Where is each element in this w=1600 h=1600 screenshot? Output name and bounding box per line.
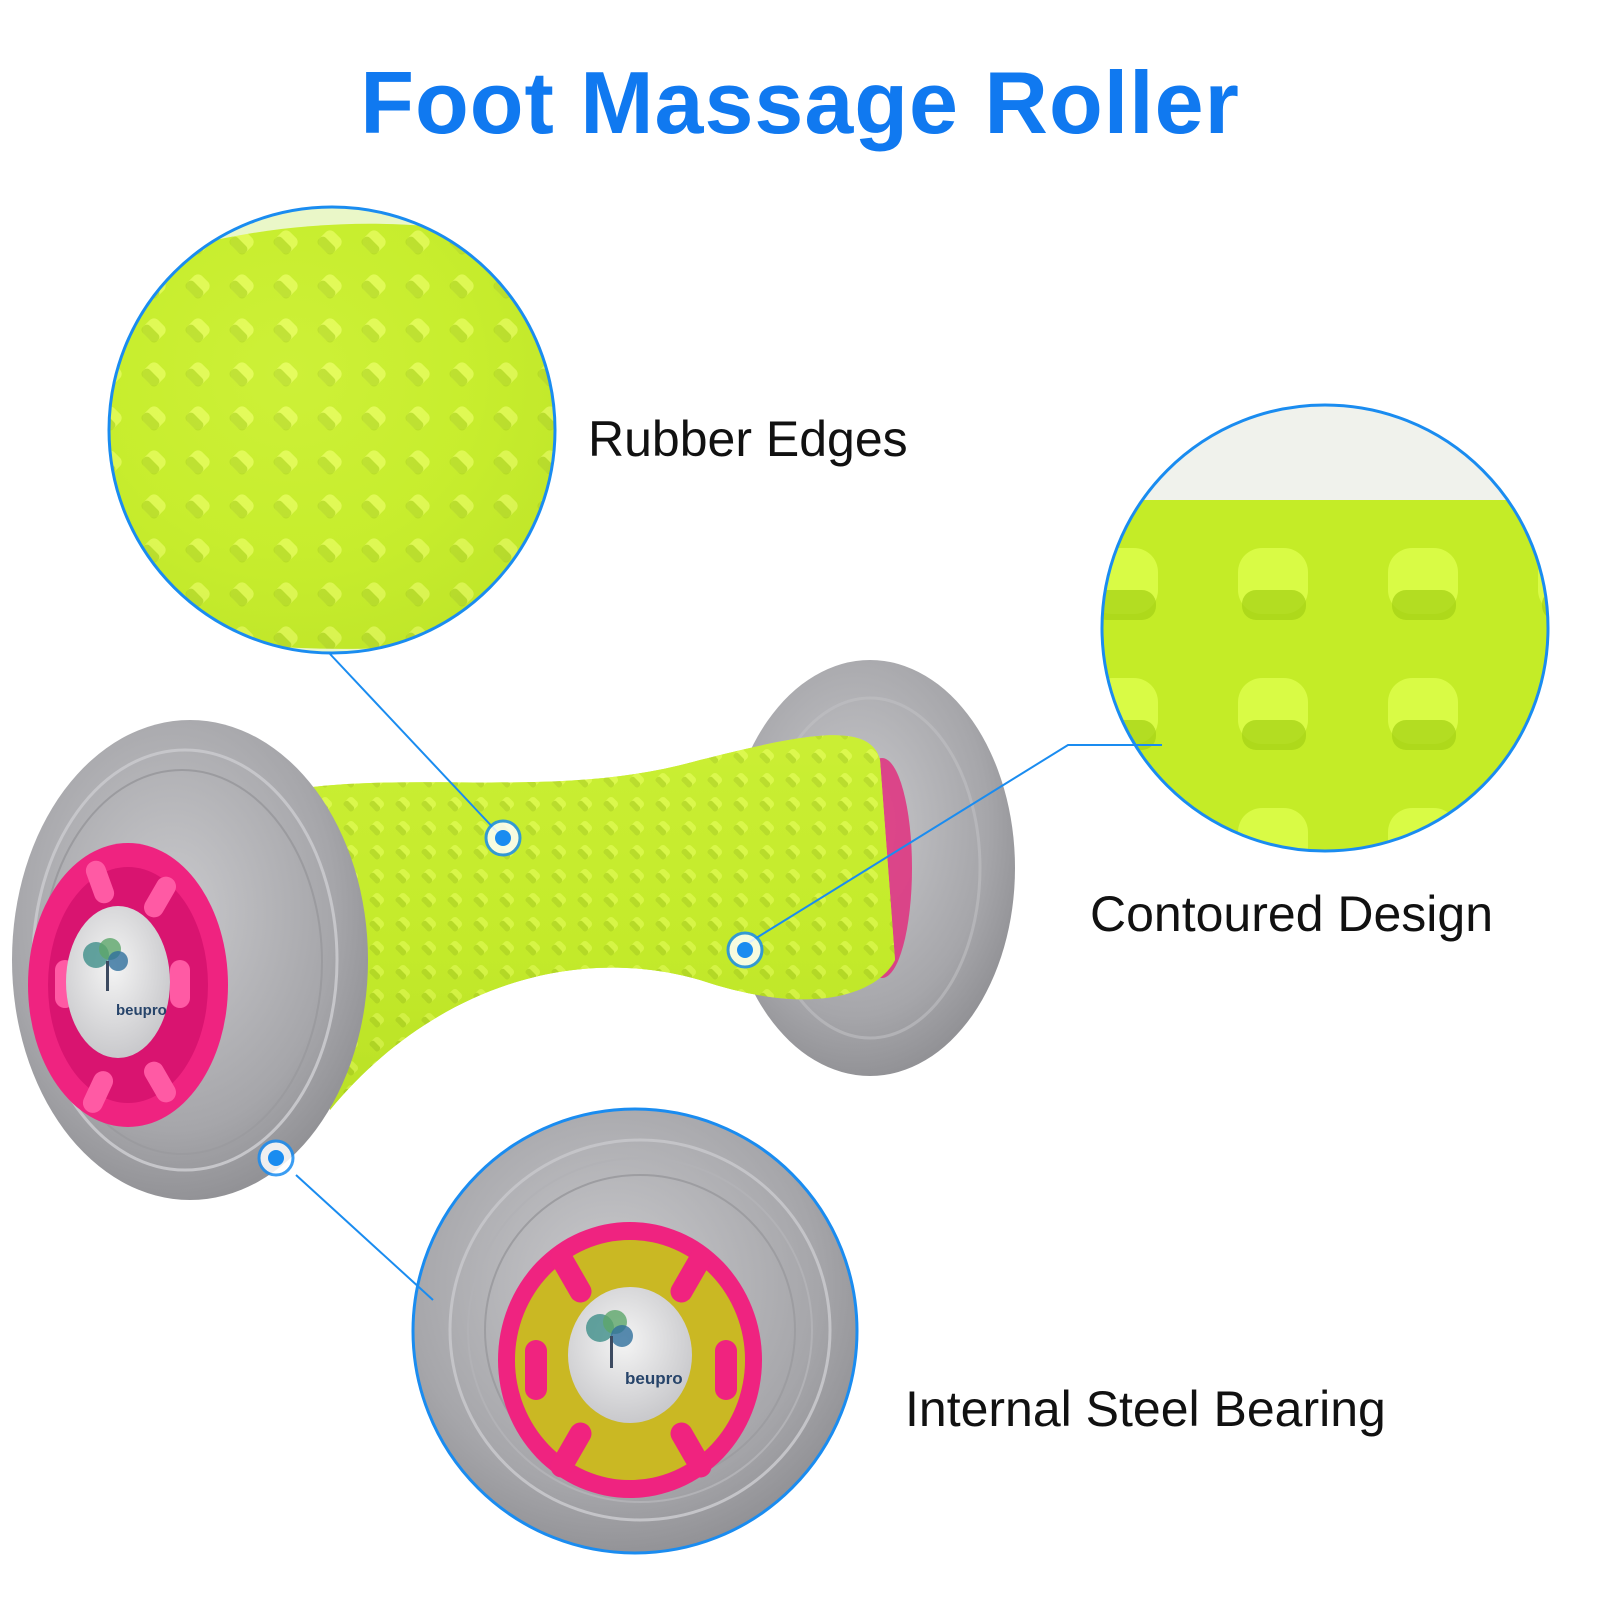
page-title: Foot Massage Roller [360, 53, 1240, 152]
callout-internal-bearing: beupro [257, 1107, 859, 1555]
front-wheel: beupro [12, 720, 368, 1200]
feature-label-contoured-design: Contoured Design [1090, 886, 1494, 942]
callout-rubber-edges [107, 205, 557, 857]
roller-main: beupro [12, 660, 1015, 1200]
feature-label-internal-bearing: Internal Steel Bearing [905, 1381, 1386, 1437]
spiky-roller-body [290, 735, 895, 1110]
brand-logo-tree [83, 938, 128, 991]
feature-label-rubber-edges: Rubber Edges [588, 411, 908, 467]
bearing-logo-text: beupro [625, 1369, 683, 1388]
bearing-logo-tree [586, 1310, 633, 1368]
callout-contoured-design [726, 403, 1550, 969]
brand-logo-text: beupro [116, 1002, 167, 1019]
